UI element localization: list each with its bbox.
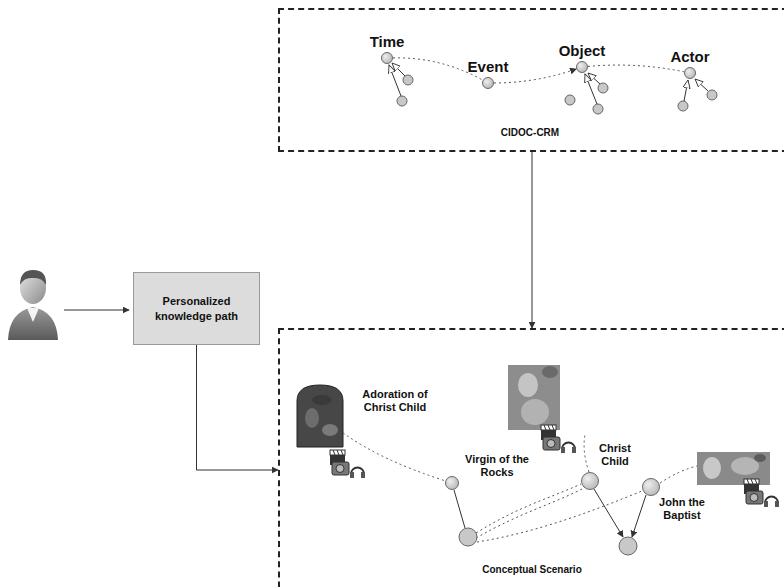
entity-label: Event xyxy=(468,58,509,75)
region-caption: CIDOC-CRM xyxy=(501,127,559,138)
ontology-region: CIDOC-CRMTimeEventObjectActor xyxy=(278,8,784,152)
scenario-links xyxy=(454,434,697,542)
scenario-region: Conceptual Scenario Adoration of Christ C… xyxy=(278,328,784,587)
entity-label: Actor xyxy=(670,48,709,65)
concept-node: John the Baptist xyxy=(642,478,660,496)
entity-node: Time xyxy=(381,52,393,64)
entity-node: Object xyxy=(576,61,588,73)
connector xyxy=(343,433,445,481)
entity-label: Object xyxy=(559,42,606,59)
scenario-node xyxy=(459,528,637,555)
artwork-label: Virgin of the Rocks xyxy=(460,453,534,479)
artwork-node: Adoration of Christ Child xyxy=(297,385,343,447)
connector xyxy=(532,152,533,328)
box-label: Personalized knowledge path xyxy=(140,294,253,324)
entity-label: Time xyxy=(370,33,405,50)
artwork-label: Adoration of Christ Child xyxy=(349,388,441,414)
process-box: Personalized knowledge path xyxy=(133,272,260,345)
artwork-node: Virgin of the Rocks xyxy=(445,476,459,490)
entity-node: Event xyxy=(482,77,494,89)
media-icons xyxy=(744,479,779,507)
media-icons xyxy=(330,450,365,478)
media-icons xyxy=(541,425,576,453)
entity-node: Actor xyxy=(684,67,696,79)
connector xyxy=(588,65,684,72)
region-caption: Conceptual Scenario xyxy=(482,564,581,575)
artwork-image xyxy=(508,365,560,430)
concept-label: Christ Child xyxy=(595,442,635,468)
concept-label: John the Baptist xyxy=(653,496,711,522)
user-icon xyxy=(8,270,58,340)
artwork-image xyxy=(297,385,343,447)
ontology-graph xyxy=(397,75,717,114)
user-arrow xyxy=(64,310,129,311)
connector xyxy=(197,345,279,470)
concept-node: Christ Child xyxy=(581,472,599,490)
ontology-links xyxy=(389,63,708,104)
